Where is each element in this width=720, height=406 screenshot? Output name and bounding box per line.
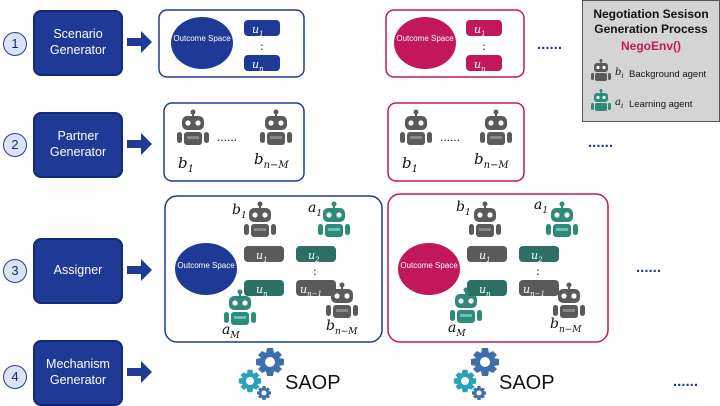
ellipsis-row-1: ...... <box>537 36 562 53</box>
svg-text:a1: a1 <box>308 200 322 219</box>
svg-text:b1: b1 <box>402 154 418 175</box>
step-box-partner-generator: Partner Generator <box>33 112 123 178</box>
svg-text:bn−M: bn−M <box>254 150 289 171</box>
svg-text:Outcome Space: Outcome Space <box>400 261 458 270</box>
svg-text:u2: u2 <box>531 249 543 264</box>
svg-text:b1: b1 <box>232 202 247 221</box>
step-box-assigner: Assigner <box>33 238 123 304</box>
svg-text:......: ...... <box>440 130 460 144</box>
svg-text:u1: u1 <box>256 249 268 264</box>
svg-text:bn−M: bn−M <box>550 316 582 335</box>
arrow-4 <box>127 361 152 383</box>
step-box-scenario-generator: Scenario Generator <box>33 10 123 76</box>
svg-text:un: un <box>474 58 486 73</box>
svg-text:un: un <box>256 283 268 298</box>
svg-text:Outcome Space: Outcome Space <box>396 34 454 43</box>
svg-text::: : <box>313 265 317 278</box>
svg-text::: : <box>536 265 540 278</box>
step-box-mechanism-generator: Mechanism Generator <box>33 340 123 406</box>
arrow-3 <box>127 259 152 281</box>
ellipsis-row-4: ...... <box>673 373 698 390</box>
svg-text:a1: a1 <box>534 197 548 216</box>
svg-text:aM: aM <box>222 322 240 341</box>
svg-text:......: ...... <box>217 130 237 144</box>
step-number-4: 4 <box>3 365 27 389</box>
outcome-space-pink <box>394 17 456 69</box>
mechanism-label: SAOP <box>499 372 555 394</box>
svg-text::: : <box>260 40 264 53</box>
legend-subtitle: NegoEnv() <box>621 39 681 53</box>
svg-text:u1: u1 <box>474 23 486 38</box>
legend-learning-symbol: a <box>615 97 621 108</box>
utility-stack-blue <box>244 20 280 71</box>
svg-text::: : <box>482 40 486 53</box>
svg-text:bn−M: bn−M <box>474 150 509 171</box>
legend-learning-label: Learning agent <box>629 99 693 110</box>
svg-text:Outcome Space: Outcome Space <box>177 261 235 270</box>
svg-text:aM: aM <box>448 320 466 339</box>
mechanism-label: SAOP <box>285 372 341 394</box>
svg-text:u2: u2 <box>308 249 320 264</box>
ellipsis-row-3: ...... <box>636 259 661 276</box>
arrow-1 <box>127 31 152 53</box>
step-number-2: 2 <box>3 133 27 157</box>
step-number-3: 3 <box>3 259 27 283</box>
svg-text:bn−M: bn−M <box>326 318 358 337</box>
step-arrows <box>127 31 152 383</box>
svg-text:b1: b1 <box>456 199 471 218</box>
ellipsis-row-2: ...... <box>588 134 613 151</box>
utility-stack-pink <box>466 20 502 71</box>
arrow-2 <box>127 133 152 155</box>
learning-agent-icon <box>591 89 611 111</box>
svg-text:un: un <box>479 283 491 298</box>
svg-text:un−1: un−1 <box>523 283 545 298</box>
legend-panel: Negotiation Sesison Generation Process N… <box>582 0 720 122</box>
outcome-space-label: Outcome Space <box>173 34 231 43</box>
legend-background-subscript: i <box>621 72 624 80</box>
legend-title: Negotiation Sesison Generation Process <box>593 7 709 36</box>
legend-learning-subscript: i <box>620 102 624 110</box>
svg-text:u1: u1 <box>252 23 264 38</box>
assigner-outcome-space-blue <box>175 243 237 295</box>
outcome-space-blue <box>171 17 233 69</box>
gear-icon <box>453 348 499 400</box>
assigner-outcome-space-pink <box>398 243 460 295</box>
legend-background-symbol: b <box>615 67 622 78</box>
legend-background-label: Background agent <box>629 69 707 80</box>
svg-text:un−1: un−1 <box>300 283 322 298</box>
gear-icon <box>238 348 284 400</box>
background-agent-icon <box>591 59 611 81</box>
svg-text:b1: b1 <box>178 154 194 175</box>
svg-text:un: un <box>252 58 264 73</box>
step-number-1: 1 <box>3 32 27 56</box>
svg-text:u1: u1 <box>479 249 491 264</box>
